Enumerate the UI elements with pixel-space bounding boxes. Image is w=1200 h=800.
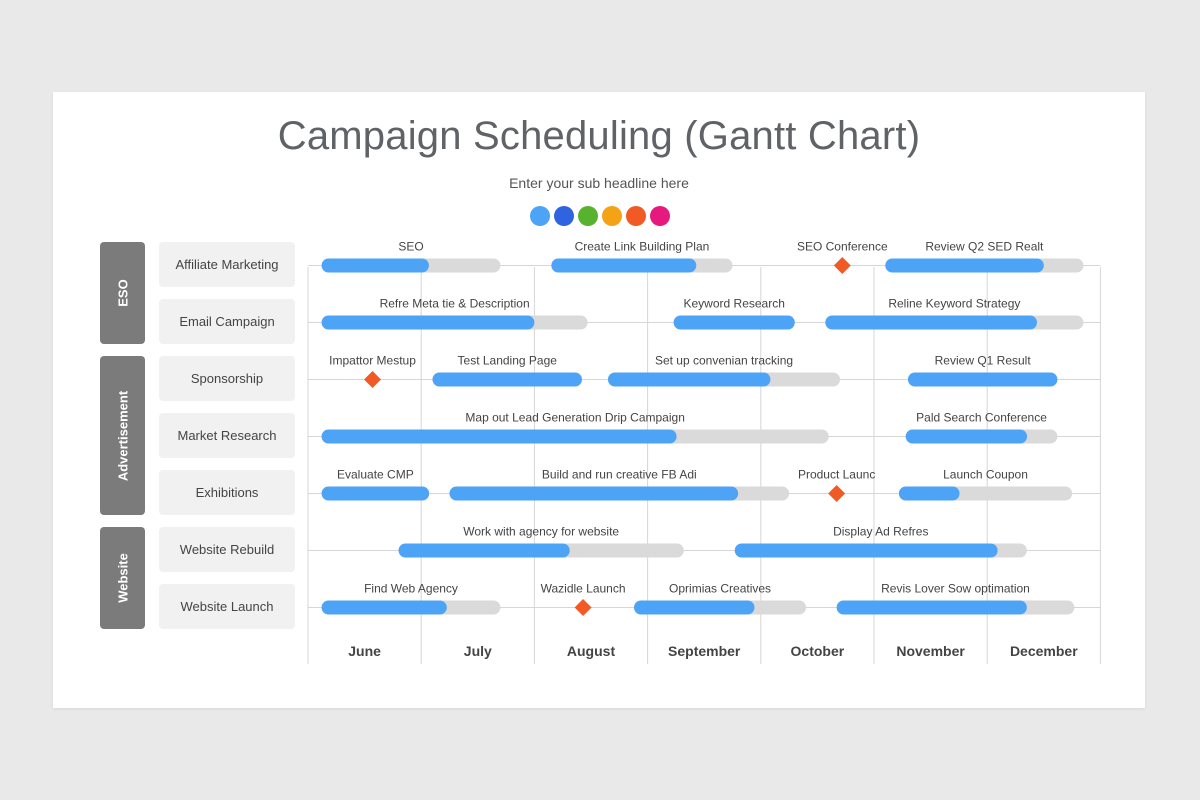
milestone-label: Product Launc <box>798 468 875 482</box>
gantt-chart: June July August September October November De… <box>307 240 1101 664</box>
task-label: Evaluate CMP <box>337 468 414 482</box>
task-bar-progress <box>907 372 1058 387</box>
task-bar-progress <box>398 543 570 558</box>
page-title: Campaign Scheduling (Gantt Chart) <box>277 114 921 158</box>
task-bar-progress <box>321 600 447 615</box>
milestone-label: Wazidle Launch <box>541 582 626 596</box>
task-label: SEO <box>398 240 423 254</box>
task-label: Map out Lead Generation Drip Campaign <box>465 411 684 425</box>
task-label: Build and run creative FB Adi <box>542 468 697 482</box>
palette-dot <box>650 206 670 226</box>
task-bar-progress <box>551 258 697 273</box>
row-label-exhibitions: Exhibitions <box>159 470 295 515</box>
milestone-marker <box>574 599 592 616</box>
task-label: Test Landing Page <box>458 354 558 368</box>
task-label: Oprimias Creatives <box>669 582 771 596</box>
task-label: Refre Meta tie & Description <box>380 297 530 311</box>
task-bar-progress <box>734 543 998 558</box>
palette-dot <box>578 206 598 226</box>
group-label-advertisement: Advertisement <box>100 356 145 515</box>
row-label-website-launch: Website Launch <box>159 584 295 629</box>
group-label-website: Website <box>100 527 145 629</box>
task-bar-progress <box>885 258 1044 273</box>
task-label: Reline Keyword Strategy <box>888 297 1020 311</box>
task-bar-progress <box>634 600 755 615</box>
task-label: Revis Lover Sow optimation <box>881 582 1030 596</box>
task-bar-progress <box>432 372 582 387</box>
color-palette <box>530 206 670 226</box>
task-label: Work with agency for website <box>463 525 619 539</box>
milestone-label: SEO Conference <box>797 240 888 254</box>
task-label: Keyword Research <box>684 297 785 311</box>
task-bar-progress <box>321 486 430 501</box>
row-label-affiliate-marketing: Affiliate Marketing <box>159 242 295 287</box>
task-label: Create Link Building Plan <box>575 240 710 254</box>
row-label-email-campaign: Email Campaign <box>159 299 295 344</box>
milestone-marker <box>364 371 382 388</box>
month-label: November <box>896 643 965 659</box>
task-bar-progress <box>825 315 1037 330</box>
task-label: Display Ad Refres <box>833 525 928 539</box>
task-bar-progress <box>321 429 677 444</box>
month-label: July <box>464 643 492 659</box>
milestone-label: Impattor Mestup <box>329 354 416 368</box>
task-label: Launch Coupon <box>943 468 1028 482</box>
task-label: Set up convenian tracking <box>655 354 793 368</box>
task-label: Find Web Agency <box>364 582 458 596</box>
task-bar-progress <box>607 372 771 387</box>
milestone-marker <box>833 257 851 274</box>
month-label: September <box>668 643 741 659</box>
palette-dot <box>530 206 550 226</box>
palette-dot <box>626 206 646 226</box>
month-label: October <box>791 643 845 659</box>
sub-headline: Enter your sub headline here <box>509 175 689 191</box>
slide: Campaign Scheduling (Gantt Chart) Enter … <box>53 92 1145 708</box>
task-label: Review Q1 Result <box>935 354 1032 368</box>
row-label-market-research: Market Research <box>159 413 295 458</box>
palette-dot <box>602 206 622 226</box>
milestone-marker <box>828 485 846 502</box>
task-label: Review Q2 SED Realt <box>925 240 1044 254</box>
row-label-website-rebuild: Website Rebuild <box>159 527 295 572</box>
task-bar-progress <box>449 486 739 501</box>
task-bar-progress <box>836 600 1027 615</box>
group-label-eso: ESO <box>100 242 145 344</box>
task-bar-progress <box>905 429 1028 444</box>
row-label-sponsorship: Sponsorship <box>159 356 295 401</box>
month-label: August <box>567 643 616 659</box>
task-bar-progress <box>321 315 535 330</box>
month-label: December <box>1010 643 1078 659</box>
task-label: Pald Search Conference <box>916 411 1047 425</box>
month-label: June <box>348 643 381 659</box>
task-bar-progress <box>898 486 960 501</box>
task-bar-progress <box>321 258 429 273</box>
palette-dot <box>554 206 574 226</box>
task-bar-progress <box>673 315 795 330</box>
